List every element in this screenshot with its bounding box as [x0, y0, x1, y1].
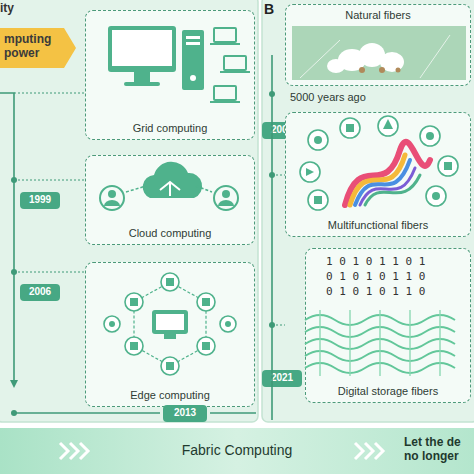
year-label: 1999	[20, 194, 60, 206]
arrow-tag: mputing power	[0, 28, 76, 68]
fiber-weave	[305, 310, 455, 376]
year-pill: 1999	[20, 192, 60, 209]
box-title: Grid computing	[86, 122, 254, 135]
process-box: Cloud computing	[85, 155, 255, 245]
box-title: Cloud computing	[86, 227, 254, 240]
timeline-b	[272, 55, 285, 420]
year-pill: 2006	[20, 284, 60, 301]
cut-text: ity	[0, 2, 14, 16]
banner-band: Fabric ComputingLet the de no longer	[0, 428, 474, 474]
process-box: Edge computing	[85, 262, 255, 407]
panel-a	[0, 0, 258, 422]
panel-letter: B	[264, 1, 274, 17]
year-label: 2013	[163, 407, 207, 419]
cotton-photo	[292, 26, 466, 80]
multifunctional-icons	[300, 116, 458, 210]
band-chevrons	[60, 443, 383, 459]
binary-row: 0 1 0 1 0 1 1 0	[326, 271, 425, 284]
year-label: 2006	[20, 286, 60, 298]
edge-network	[104, 273, 236, 375]
tag-text: mputing power	[4, 33, 66, 61]
cloud-icon	[100, 162, 238, 210]
panel-b	[262, 0, 474, 422]
timeline-dots	[11, 91, 275, 416]
grid-computers	[108, 26, 250, 102]
year-label: 2021	[262, 372, 302, 384]
box-title: Multifunctional fibers	[286, 219, 470, 232]
box-title: Natural fibers	[286, 9, 470, 22]
year-pill: 2013	[163, 405, 207, 422]
box-title: Edge computing	[86, 389, 254, 402]
box-title: Digital storage fibers	[306, 385, 470, 398]
band-slogan: Let the de no longer	[404, 436, 474, 464]
binary-row: 1 0 1 0 1 1 0 1	[326, 256, 425, 269]
process-box: Multifunctional fibers	[285, 112, 471, 237]
timeline-a	[0, 93, 256, 413]
binary-row: 0 1 0 1 0 1 1 0	[326, 286, 425, 299]
process-box: Natural fibers	[285, 4, 471, 86]
date-label: 5000 years ago	[290, 91, 366, 104]
year-pill: 2021	[262, 370, 302, 387]
band-title: Fabric Computing	[0, 442, 474, 458]
process-box: Grid computing	[85, 10, 255, 140]
